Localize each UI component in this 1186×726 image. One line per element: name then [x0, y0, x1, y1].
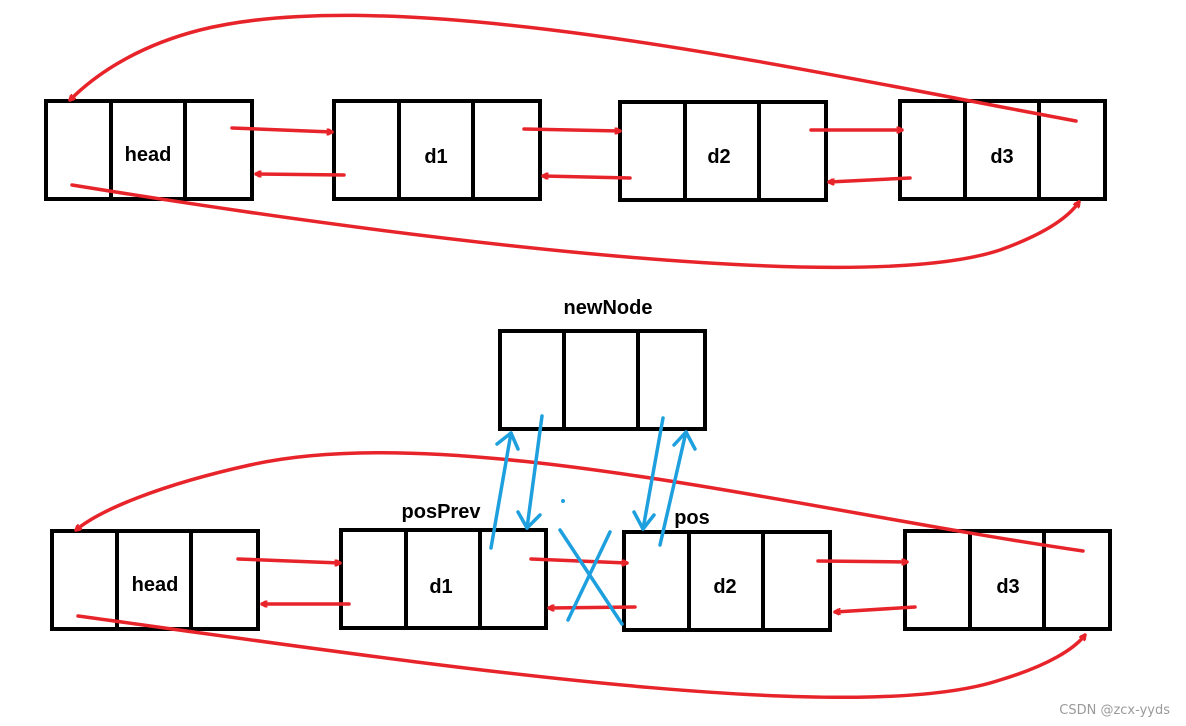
bottom-node-head-label: head	[132, 574, 179, 596]
bottom-node-d2-label: d2	[713, 576, 736, 598]
top-next-d1-d2	[522, 127, 622, 131]
link-newnode-to-d1-head	[516, 510, 542, 530]
bottom-tail-to-head-arc	[76, 450, 1085, 553]
bottom-node-d1-box	[339, 528, 548, 630]
top-prev-d2-d1	[541, 176, 632, 180]
top-node-d2-label: d2	[707, 146, 730, 168]
removed-links-cross	[558, 528, 624, 626]
top-head-to-tail-arc	[70, 183, 1079, 269]
bottom-next-d2-d3	[816, 561, 909, 562]
cross-stroke-2	[566, 530, 612, 622]
link-d1-to-newnode-head	[495, 431, 520, 451]
cross-stroke-1	[558, 528, 624, 626]
bottom-node-d1-label: d1	[429, 576, 452, 598]
top-node-d1-box	[332, 99, 542, 201]
bottom-head-to-tail-arc	[76, 614, 1085, 699]
top-next-head-d1	[230, 126, 334, 132]
top-tail-to-head-arc	[70, 13, 1078, 123]
stray-dot	[561, 499, 565, 503]
top-node-d2: d2	[618, 100, 828, 202]
top-prev-d1-head	[254, 174, 346, 175]
top-node-d1: d1	[332, 99, 542, 201]
bottom-prev-d3-d2	[833, 605, 917, 612]
bottom-prev-d2-d1	[547, 607, 637, 608]
new-node-title: newNode	[564, 297, 653, 319]
bottom-node-d2-box	[622, 530, 832, 632]
bottom-node-d3-box	[903, 529, 1112, 631]
bottom-list: head posPrev d1 pos d2 d3	[50, 501, 1112, 632]
pos-tag: pos	[674, 507, 710, 529]
top-node-head-box	[44, 99, 254, 201]
link-d1-to-newnode	[489, 431, 513, 550]
link-d2-to-newnode-head	[672, 430, 697, 451]
new-node: newNode	[498, 297, 707, 431]
bottom-node-d2: pos d2	[622, 507, 832, 632]
top-node-d2-box	[618, 100, 828, 202]
top-node-head: head	[44, 99, 254, 201]
link-newnode-to-d1	[525, 414, 544, 530]
bottom-next-head-d1	[236, 557, 342, 563]
top-node-d3-label: d3	[990, 146, 1013, 168]
top-node-d1-label: d1	[424, 146, 447, 168]
link-newnode-to-d2-head	[632, 510, 656, 531]
bottom-node-d3-label: d3	[996, 576, 1019, 598]
link-newnode-to-d2	[641, 416, 665, 531]
top-list: head d1 d2 d3	[44, 99, 1107, 202]
new-node-box	[498, 329, 707, 431]
top-links	[70, 13, 1079, 269]
bottom-node-d3: d3	[903, 529, 1112, 631]
bottom-node-d1: posPrev d1	[339, 501, 548, 630]
bottom-node-head: head	[50, 529, 260, 631]
top-prev-d3-d2	[827, 176, 912, 182]
bottom-node-head-box	[50, 529, 260, 631]
top-node-d3-box	[898, 99, 1107, 201]
link-d2-to-newnode	[658, 430, 688, 547]
watermark: CSDN @zcx-yyds	[1059, 703, 1170, 718]
top-node-d3: d3	[898, 99, 1107, 201]
top-node-head-label: head	[125, 144, 172, 166]
new-node-links	[489, 414, 697, 550]
pos-prev-tag: posPrev	[402, 501, 482, 523]
